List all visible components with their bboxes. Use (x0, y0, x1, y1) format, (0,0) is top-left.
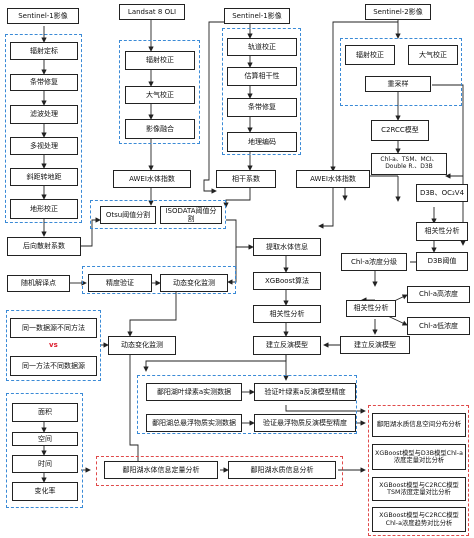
c2rcc-model: C2RCC模型 (371, 120, 429, 141)
water-quantitative-analysis: 鄱阳湖水体信息定量分析 (104, 461, 218, 479)
d3b-threshold: D3B阈值 (416, 252, 468, 271)
otsu-segmentation: Otsu阈值分割 (100, 206, 156, 224)
compare-group (6, 310, 101, 381)
s2-radiometric-correction: 辐射校正 (345, 45, 395, 65)
water-quality-analysis: 鄱阳湖水质信息分析 (228, 461, 336, 479)
chl-grading: Chl-a浓度分级 (341, 253, 407, 271)
orbit-correction: 轨道校正 (227, 38, 297, 56)
xgb-vs-c2rcc-chl: XGBoost模型与C2RCC模型 Chl-a浓度趋势对比分析 (372, 507, 466, 532)
same-data-diff-method: 同一数据源不同方法 (10, 318, 97, 338)
verify-chl-model: 验证叶绿素a反演模型精度 (254, 383, 356, 401)
sentinel1b-header: Sentinel-1影像 (224, 8, 290, 24)
chl-tsm-mci-box: Chl-a、TSM、MCI、 Double R.、D3B (371, 153, 447, 175)
slant-to-ground: 斜距转地距 (10, 168, 78, 186)
s2-atmospheric-correction: 大气校正 (408, 45, 458, 65)
s1b-preprocess-group (222, 28, 301, 155)
extract-water-info: 提取水体信息 (253, 238, 321, 256)
chl-high-concentration: Chl-a高浓度 (407, 286, 470, 303)
build-inversion-model-1: 建立反演模型 (340, 336, 410, 354)
chl-measured-data: 鄱阳湖叶绿素a实测数据 (146, 383, 242, 401)
factor-time: 时间 (12, 455, 78, 473)
multilook-processing: 多视处理 (10, 137, 78, 155)
xgboost-algorithm: XGBoost算法 (253, 272, 321, 290)
awei-index-1: AWEI水体指数 (113, 170, 191, 188)
accuracy-verification: 精度验证 (88, 274, 152, 292)
dynamic-change-monitoring-1: 动态变化监测 (160, 274, 228, 292)
landsat-header: Landsat 8 OLI (119, 4, 185, 20)
isodata-segmentation: ISODATA阈值分割 (160, 206, 222, 224)
factor-area: 面积 (12, 403, 78, 422)
landsat-atmospheric-correction: 大气校正 (125, 86, 195, 104)
factor-group (6, 393, 83, 508)
factor-space: 空间 (12, 432, 78, 446)
analysis-group (96, 456, 343, 486)
random-interpretation-points: 随机解译点 (7, 275, 70, 292)
resampling: 重采样 (365, 76, 431, 92)
coherence-coefficient: 相干系数 (216, 170, 276, 188)
xgb-vs-c2rcc-tsm: XGBoost模型与C2RCC模型 TSM浓度定量对比分析 (372, 477, 466, 501)
geocoding: 地理编码 (227, 132, 297, 152)
correlation-analysis-2: 相关性分析 (346, 300, 396, 317)
chl-low-concentration: Chl-a低浓度 (407, 317, 470, 335)
radiometric-calibration: 辐射定标 (10, 42, 78, 60)
landsat-preprocess-group (119, 40, 200, 144)
vs-label: vs (49, 341, 58, 349)
s2-preprocess-group (340, 38, 462, 106)
estimate-coherence: 估算相干性 (227, 67, 297, 86)
build-inversion-model-2: 建立反演模型 (253, 336, 321, 355)
sentinel1-header: Sentinel-1影像 (7, 8, 79, 24)
image-fusion: 影像融合 (125, 119, 195, 139)
dynamic-change-monitoring-2: 动态变化监测 (108, 336, 176, 355)
stripe-repair-1: 条带修复 (10, 74, 78, 91)
awei-index-2: AWEI水体指数 (296, 170, 370, 188)
factor-change-rate: 变化率 (12, 482, 78, 501)
terrain-correction: 地形校正 (10, 199, 78, 219)
verify-tsm-model: 验证悬浮物质反演模型精度 (254, 414, 356, 432)
spatial-distribution-analysis: 鄱阳湖水质信息空间分布分析 (372, 413, 466, 437)
filter-processing: 滤波处理 (10, 105, 78, 124)
correlation-analysis-3: 相关性分析 (253, 305, 321, 323)
stripe-repair-2: 条带修复 (227, 98, 297, 117)
same-method-diff-data: 同一方法不同数据源 (10, 356, 97, 376)
verify-group (82, 266, 236, 294)
comparison-group (368, 405, 469, 536)
landsat-radiometric-correction: 辐射校正 (125, 51, 195, 70)
tsm-measured-data: 鄱阳湖总悬浮物质实测数据 (146, 414, 242, 432)
correlation-analysis-1: 相关性分析 (416, 222, 468, 241)
backscatter-coefficient: 后向散射系数 (7, 237, 81, 256)
s1-preprocess-group (5, 34, 82, 223)
d3b-oc2v4: D3B、OC₂V4 (416, 184, 468, 202)
measure-group (137, 375, 357, 434)
sentinel2-header: Sentinel-2影像 (365, 4, 431, 20)
threshold-group (90, 200, 226, 229)
xgb-vs-d3b-chl: XGBoost模型与D3B模型Chl-a 浓度定量对比分析 (372, 444, 466, 470)
